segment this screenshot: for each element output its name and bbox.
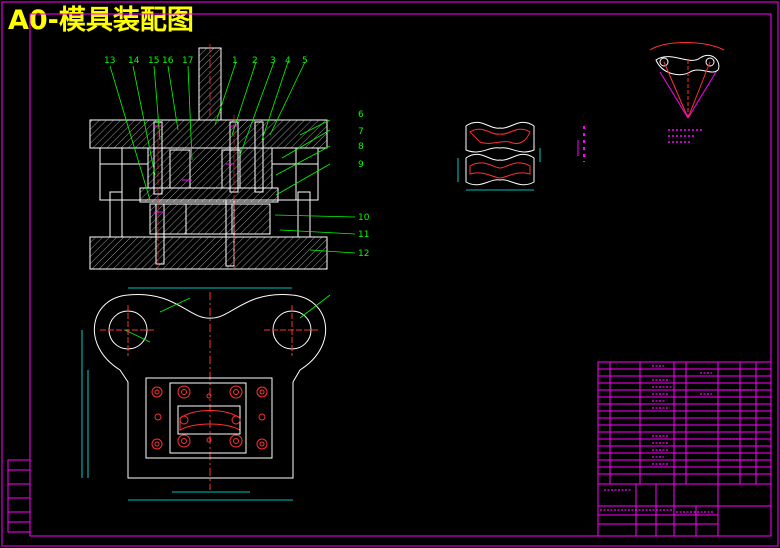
part-number: 17 (182, 56, 193, 66)
part-number: 7 (358, 127, 364, 137)
part-number: 13 (104, 56, 115, 66)
part-number: 16 (162, 56, 174, 66)
part-detail-view (457, 121, 585, 191)
part-number: 10 (358, 213, 370, 223)
part-number: 12 (358, 249, 369, 259)
drawing-title: A0-模具装配图 (8, 5, 194, 36)
part-number: 11 (358, 230, 369, 240)
part-number: 2 (252, 56, 258, 66)
part-number: 14 (128, 56, 140, 66)
title-block (597, 361, 772, 537)
part-number-labels: 1 2 3 4 5 6 7 8 9 10 11 12 13 14 15 16 1… (104, 56, 370, 259)
part-number: 9 (358, 160, 364, 170)
part-number: 4 (285, 56, 291, 66)
strip-layout-view (649, 42, 725, 143)
part-number: 5 (302, 56, 308, 66)
binding-strip (7, 459, 31, 533)
part-number: 15 (148, 56, 159, 66)
front-section-view (89, 44, 328, 270)
part-number: 8 (358, 142, 364, 152)
part-number: 6 (358, 110, 364, 120)
leader-lines (109, 61, 356, 254)
part-number: 1 (232, 56, 238, 66)
part-number: 3 (270, 56, 276, 66)
plan-view (81, 287, 331, 501)
